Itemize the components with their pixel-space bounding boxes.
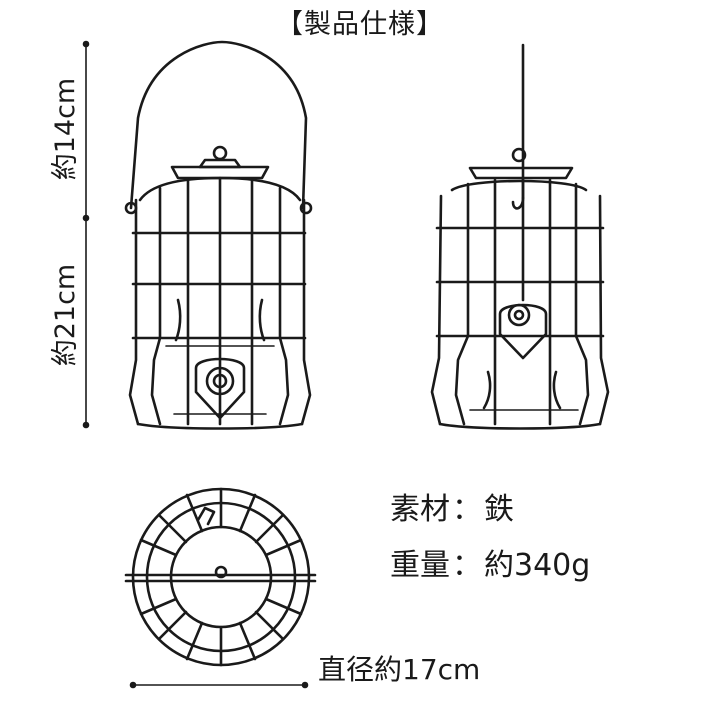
feeder-front-view (124, 40, 313, 430)
material-spec: 素材：鉄 (390, 484, 514, 528)
weight-value: 約340g (484, 548, 591, 583)
weight-label: 重量 (390, 548, 450, 583)
height-body-label: 約21cm (50, 263, 81, 367)
height-handle-label: 約14cm (50, 77, 81, 181)
weight-separator: ： (452, 548, 482, 583)
page-title: 【製品仕様】 (276, 9, 444, 40)
diameter-label: 直径約17cm (318, 653, 481, 686)
material-value: 鉄 (484, 492, 514, 527)
feeder-side-view (430, 43, 610, 430)
material-label: 素材 (390, 492, 450, 527)
feeder-top-view (124, 487, 317, 667)
weight-spec: 重量：約340g (390, 540, 590, 584)
material-separator: ： (452, 492, 482, 527)
diameter-dimension-line (129, 681, 309, 689)
height-dimension-line (82, 40, 90, 429)
